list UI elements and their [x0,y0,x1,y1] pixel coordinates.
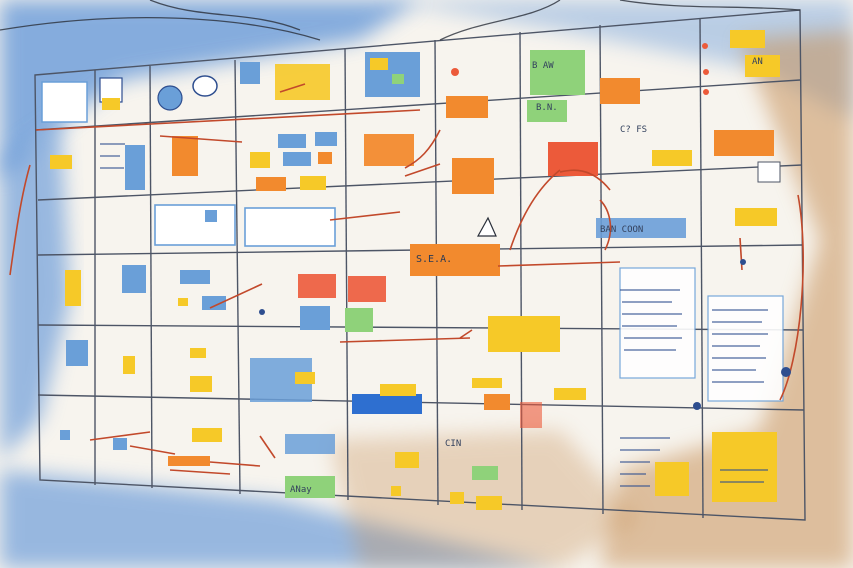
sketch-lines [0,0,801,41]
ink-dots [259,43,791,410]
top-note-label-b: B.N. [536,103,558,113]
lower-note-label-b: ANay [290,485,312,495]
center-banner-label: S.E.A. [416,254,452,265]
right-note-label-b: AN [752,57,763,67]
blue-banner-label: BAN COON [600,225,643,235]
right-note-label-a: C? FS [620,125,647,135]
cell-contents [41,30,784,510]
lower-note-label-a: CIN [445,439,461,449]
top-note-label-a: B AW [532,61,554,71]
connector-lines [9,83,804,475]
scribble-text [100,143,768,487]
